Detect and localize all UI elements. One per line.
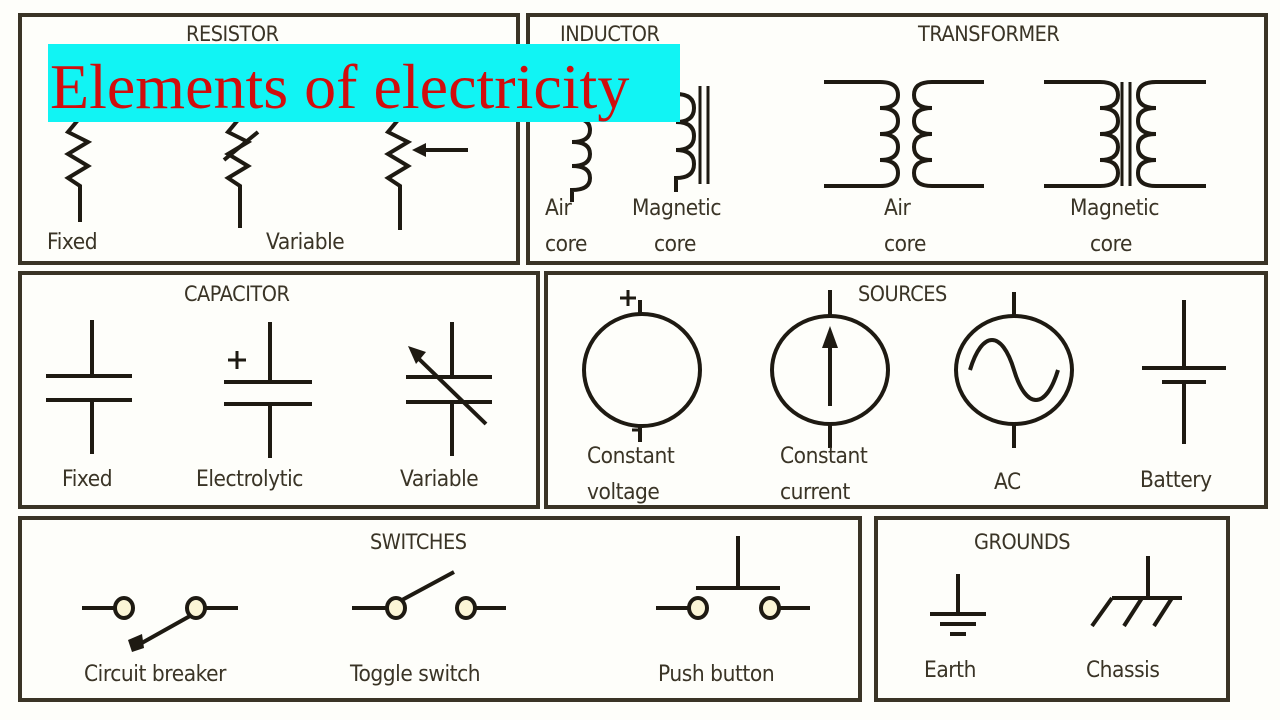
sources-panel (544, 271, 1268, 509)
toggle-switch-label: Toggle switch (350, 662, 481, 687)
earth-ground-icon (930, 574, 986, 636)
ac-label: AC (994, 470, 1021, 495)
battery-label: Battery (1140, 468, 1212, 493)
push-button-label: Push button (658, 662, 775, 687)
circuit-breaker-label: Circuit breaker (84, 662, 227, 687)
capacitor-fixed-label: Fixed (62, 467, 113, 492)
constant-voltage-label-1: Constant (587, 444, 675, 469)
title-banner: Elements of electricity (48, 44, 680, 122)
push-button-icon (656, 536, 810, 620)
switches-heading: SWITCHES (370, 530, 467, 554)
fixed-capacitor-icon (46, 320, 132, 454)
circuit-breaker-icon (82, 596, 238, 652)
electrolytic-capacitor-icon (224, 322, 312, 458)
resistor-fixed-label: Fixed (47, 230, 98, 255)
toggle-switch-icon (352, 570, 506, 620)
transformer-magnetic-label: Magnetic (1070, 196, 1160, 221)
page-title: Elements of electricity (50, 51, 630, 122)
earth-label: Earth (924, 658, 976, 683)
inductor-magnetic-core-label: core (654, 232, 697, 257)
ac-source-icon (954, 292, 1074, 448)
variable-capacitor-icon (406, 322, 492, 456)
inductor-heading: INDUCTOR (560, 22, 660, 46)
constant-voltage-source-icon (582, 290, 702, 442)
battery-icon (1142, 300, 1226, 444)
sources-heading: SOURCES (858, 282, 947, 306)
capacitor-variable-label: Variable (400, 467, 479, 492)
constant-current-label-2: current (780, 480, 850, 505)
air-core-inductor-icon (570, 116, 593, 202)
constant-voltage-label-2: voltage (587, 480, 660, 505)
grounds-heading: GROUNDS (974, 530, 1071, 554)
resistor-heading: RESISTOR (186, 22, 279, 46)
inductor-air-label: Air (545, 196, 572, 221)
constant-current-label-1: Constant (780, 444, 868, 469)
fixed-resistor-icon (64, 118, 93, 222)
switches-panel (18, 516, 862, 702)
air-core-transformer-icon (824, 80, 984, 188)
chassis-ground-icon (1090, 556, 1182, 628)
magnetic-core-transformer-icon (1044, 80, 1206, 188)
inductor-air-core-label: core (545, 232, 588, 257)
inductor-magnetic-label: Magnetic (632, 196, 722, 221)
magnetic-core-inductor-icon (674, 86, 710, 192)
resistor-variable-label: Variable (266, 230, 345, 255)
transformer-air-label: Air (884, 196, 911, 221)
transformer-magnetic-core-label: core (1090, 232, 1133, 257)
grounds-panel (874, 516, 1230, 702)
transformer-heading: TRANSFORMER (918, 22, 1060, 46)
capacitor-electrolytic-label: Electrolytic (196, 467, 303, 492)
capacitor-heading: CAPACITOR (184, 282, 290, 306)
transformer-air-core-label: core (884, 232, 927, 257)
potentiometer-icon (384, 118, 468, 230)
chassis-label: Chassis (1086, 658, 1160, 683)
constant-current-source-icon (770, 290, 890, 448)
variable-resistor-icon (222, 118, 260, 228)
